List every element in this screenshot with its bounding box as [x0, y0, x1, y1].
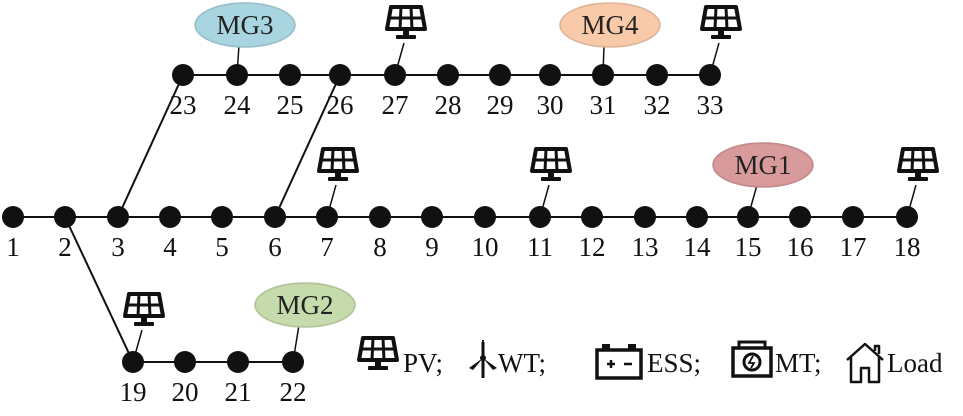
bus-node-12[interactable]: [581, 206, 603, 228]
microgrid-label: MG1: [734, 150, 791, 180]
bus-node-28[interactable]: [437, 64, 459, 86]
bus-label-21: 21: [225, 377, 252, 407]
legend-wt: WT;: [498, 348, 546, 378]
microgrid-label: MG3: [216, 10, 273, 40]
legend-pv: PV;: [403, 348, 443, 378]
bus-node-3[interactable]: [107, 206, 129, 228]
legend-mt: MT;: [775, 348, 822, 378]
microgrid-mg3[interactable]: MG3: [194, 2, 296, 48]
bus-node-13[interactable]: [634, 206, 656, 228]
bus-node-10[interactable]: [474, 206, 496, 228]
microgrid-label: MG2: [276, 290, 333, 320]
bus-node-5[interactable]: [211, 206, 233, 228]
bus-node-15[interactable]: [737, 206, 759, 228]
bus-label-4: 4: [163, 232, 177, 262]
bus-label-20: 20: [172, 377, 199, 407]
legend-ess: ESS;: [647, 348, 701, 378]
bus-label-14: 14: [684, 232, 712, 262]
branch-3-23: [117, 74, 184, 218]
bus-node-2[interactable]: [54, 206, 76, 228]
pv-icon: [357, 336, 399, 372]
bus-node-30[interactable]: [539, 64, 561, 86]
bus-label-28: 28: [435, 90, 462, 120]
bus-node-31[interactable]: [592, 64, 614, 86]
bus-node-19[interactable]: [122, 351, 144, 373]
bus-label-13: 13: [632, 232, 659, 262]
bus-label-11: 11: [527, 232, 553, 262]
battery-icon: [595, 344, 643, 380]
wind-turbine-icon: [469, 340, 497, 378]
bus-label-1: 1: [6, 232, 20, 262]
microgrid-mg4[interactable]: MG4: [559, 2, 661, 48]
bus-label-18: 18: [894, 232, 921, 262]
pv-icon-bus-18: [897, 147, 939, 183]
bus-node-16[interactable]: [789, 206, 811, 228]
bus-node-20[interactable]: [174, 351, 196, 373]
bus-node-1[interactable]: [2, 206, 24, 228]
pv-icon-bus-11: [530, 147, 572, 183]
pv-icon-bus-33: [700, 5, 742, 41]
micro-turbine-icon: [731, 340, 773, 378]
bus-label-16: 16: [787, 232, 814, 262]
pv-icon-bus-7: [317, 147, 359, 183]
bus-label-17: 17: [840, 232, 867, 262]
branch-6-26: [274, 74, 341, 218]
bus-node-29[interactable]: [489, 64, 511, 86]
bus-node-21[interactable]: [227, 351, 249, 373]
bus-node-18[interactable]: [896, 206, 918, 228]
bus-label-32: 32: [644, 90, 671, 120]
bus-label-15: 15: [735, 232, 762, 262]
bus-node-9[interactable]: [421, 206, 443, 228]
bus-label-9: 9: [425, 232, 439, 262]
bus-node-8[interactable]: [369, 206, 391, 228]
bus-node-6[interactable]: [264, 206, 286, 228]
microgrid-label: MG4: [581, 10, 639, 40]
legend: PV; WT; ESS; MT; Load: [357, 336, 943, 384]
pv-icon-bus-19: [123, 292, 165, 328]
pv-icon-bus-27: [385, 5, 427, 41]
bus-node-14[interactable]: [686, 206, 708, 228]
bus-label-12: 12: [579, 232, 606, 262]
bus-label-22: 22: [280, 377, 307, 407]
bus-label-29: 29: [487, 90, 514, 120]
bus-node-22[interactable]: [282, 351, 304, 373]
microgrid-mg2[interactable]: MG2: [254, 282, 356, 328]
bus-label-30: 30: [537, 90, 564, 120]
bus-node-32[interactable]: [646, 64, 668, 86]
bus-node-27[interactable]: [384, 64, 406, 86]
bus-label-27: 27: [382, 90, 409, 120]
bus-label-25: 25: [277, 90, 304, 120]
bus-label-33: 33: [697, 90, 724, 120]
house-icon: [846, 342, 884, 384]
bus-label-24: 24: [224, 90, 252, 120]
bus-node-23[interactable]: [172, 64, 194, 86]
bus-label-8: 8: [373, 232, 387, 262]
microgrid-mg1[interactable]: MG1: [712, 142, 814, 188]
legend-load: Load: [887, 348, 943, 378]
bus-node-33[interactable]: [699, 64, 721, 86]
bus-label-6: 6: [268, 232, 282, 262]
bus-label-19: 19: [120, 377, 147, 407]
bus-label-3: 3: [111, 232, 125, 262]
bus-label-23: 23: [170, 90, 197, 120]
bus-node-17[interactable]: [842, 206, 864, 228]
bus-node-26[interactable]: [329, 64, 351, 86]
bus-label-5: 5: [215, 232, 229, 262]
bus-label-10: 10: [472, 232, 499, 262]
bus-node-25[interactable]: [279, 64, 301, 86]
bus-label-26: 26: [327, 90, 354, 120]
branch-2-19: [64, 216, 134, 363]
bus-node-7[interactable]: [316, 206, 338, 228]
bus-node-11[interactable]: [529, 206, 551, 228]
bus-label-7: 7: [320, 232, 334, 262]
bus-label-31: 31: [590, 90, 617, 120]
bus-node-24[interactable]: [226, 64, 248, 86]
bus-node-4[interactable]: [159, 206, 181, 228]
bus-label-2: 2: [58, 232, 72, 262]
